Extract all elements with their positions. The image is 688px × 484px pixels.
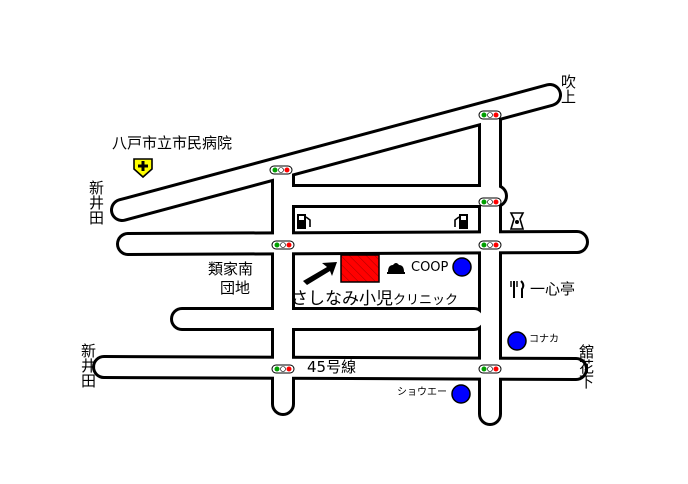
label-route45: 45号線	[307, 358, 357, 376]
label-fukiage: 吹上	[559, 74, 577, 104]
label-clinic-small: クリニック	[393, 293, 459, 308]
restaurant-icon	[510, 280, 525, 298]
label-niida-top: 新井田	[87, 180, 105, 225]
label-clinic: さしなみ小児クリニック	[291, 291, 458, 308]
traffic-signals	[269, 110, 502, 374]
hospital-icon	[133, 158, 153, 179]
traffic-signal-icon	[478, 110, 502, 120]
coop-logo-icon	[387, 263, 405, 274]
label-coop: COOP	[411, 260, 449, 275]
clinic-arrow-icon	[303, 262, 337, 285]
landmark-icon	[509, 212, 525, 230]
label-hospital: 八戸市立市民病院	[112, 134, 233, 152]
traffic-signal-icon	[269, 165, 293, 175]
label-niida-bottom: 新井田	[79, 343, 97, 388]
traffic-signal-icon	[478, 364, 502, 374]
traffic-signal-icon	[478, 197, 502, 207]
label-clinic-main: さしなみ小児	[291, 289, 393, 309]
traffic-signal-icon	[271, 364, 295, 374]
label-shoue: ショウエー	[397, 387, 447, 398]
gas-station-icon	[297, 214, 311, 229]
store-marker-icon	[507, 331, 527, 351]
label-tatehanashita: 舘花下	[577, 344, 595, 389]
label-konaka: コナカ	[529, 334, 559, 345]
store-marker-icon	[452, 257, 472, 277]
label-ruike-line2: 団地	[220, 279, 251, 297]
roads	[92, 83, 589, 426]
store-markers	[451, 257, 527, 404]
traffic-signal-icon	[271, 240, 295, 250]
store-marker-icon	[451, 384, 471, 404]
clinic-marker	[340, 254, 380, 283]
label-isshintei: 一心亭	[530, 280, 576, 298]
gas-station-icon	[454, 214, 468, 229]
label-ruike-line1: 類家南	[208, 260, 254, 278]
traffic-signal-icon	[478, 240, 502, 250]
